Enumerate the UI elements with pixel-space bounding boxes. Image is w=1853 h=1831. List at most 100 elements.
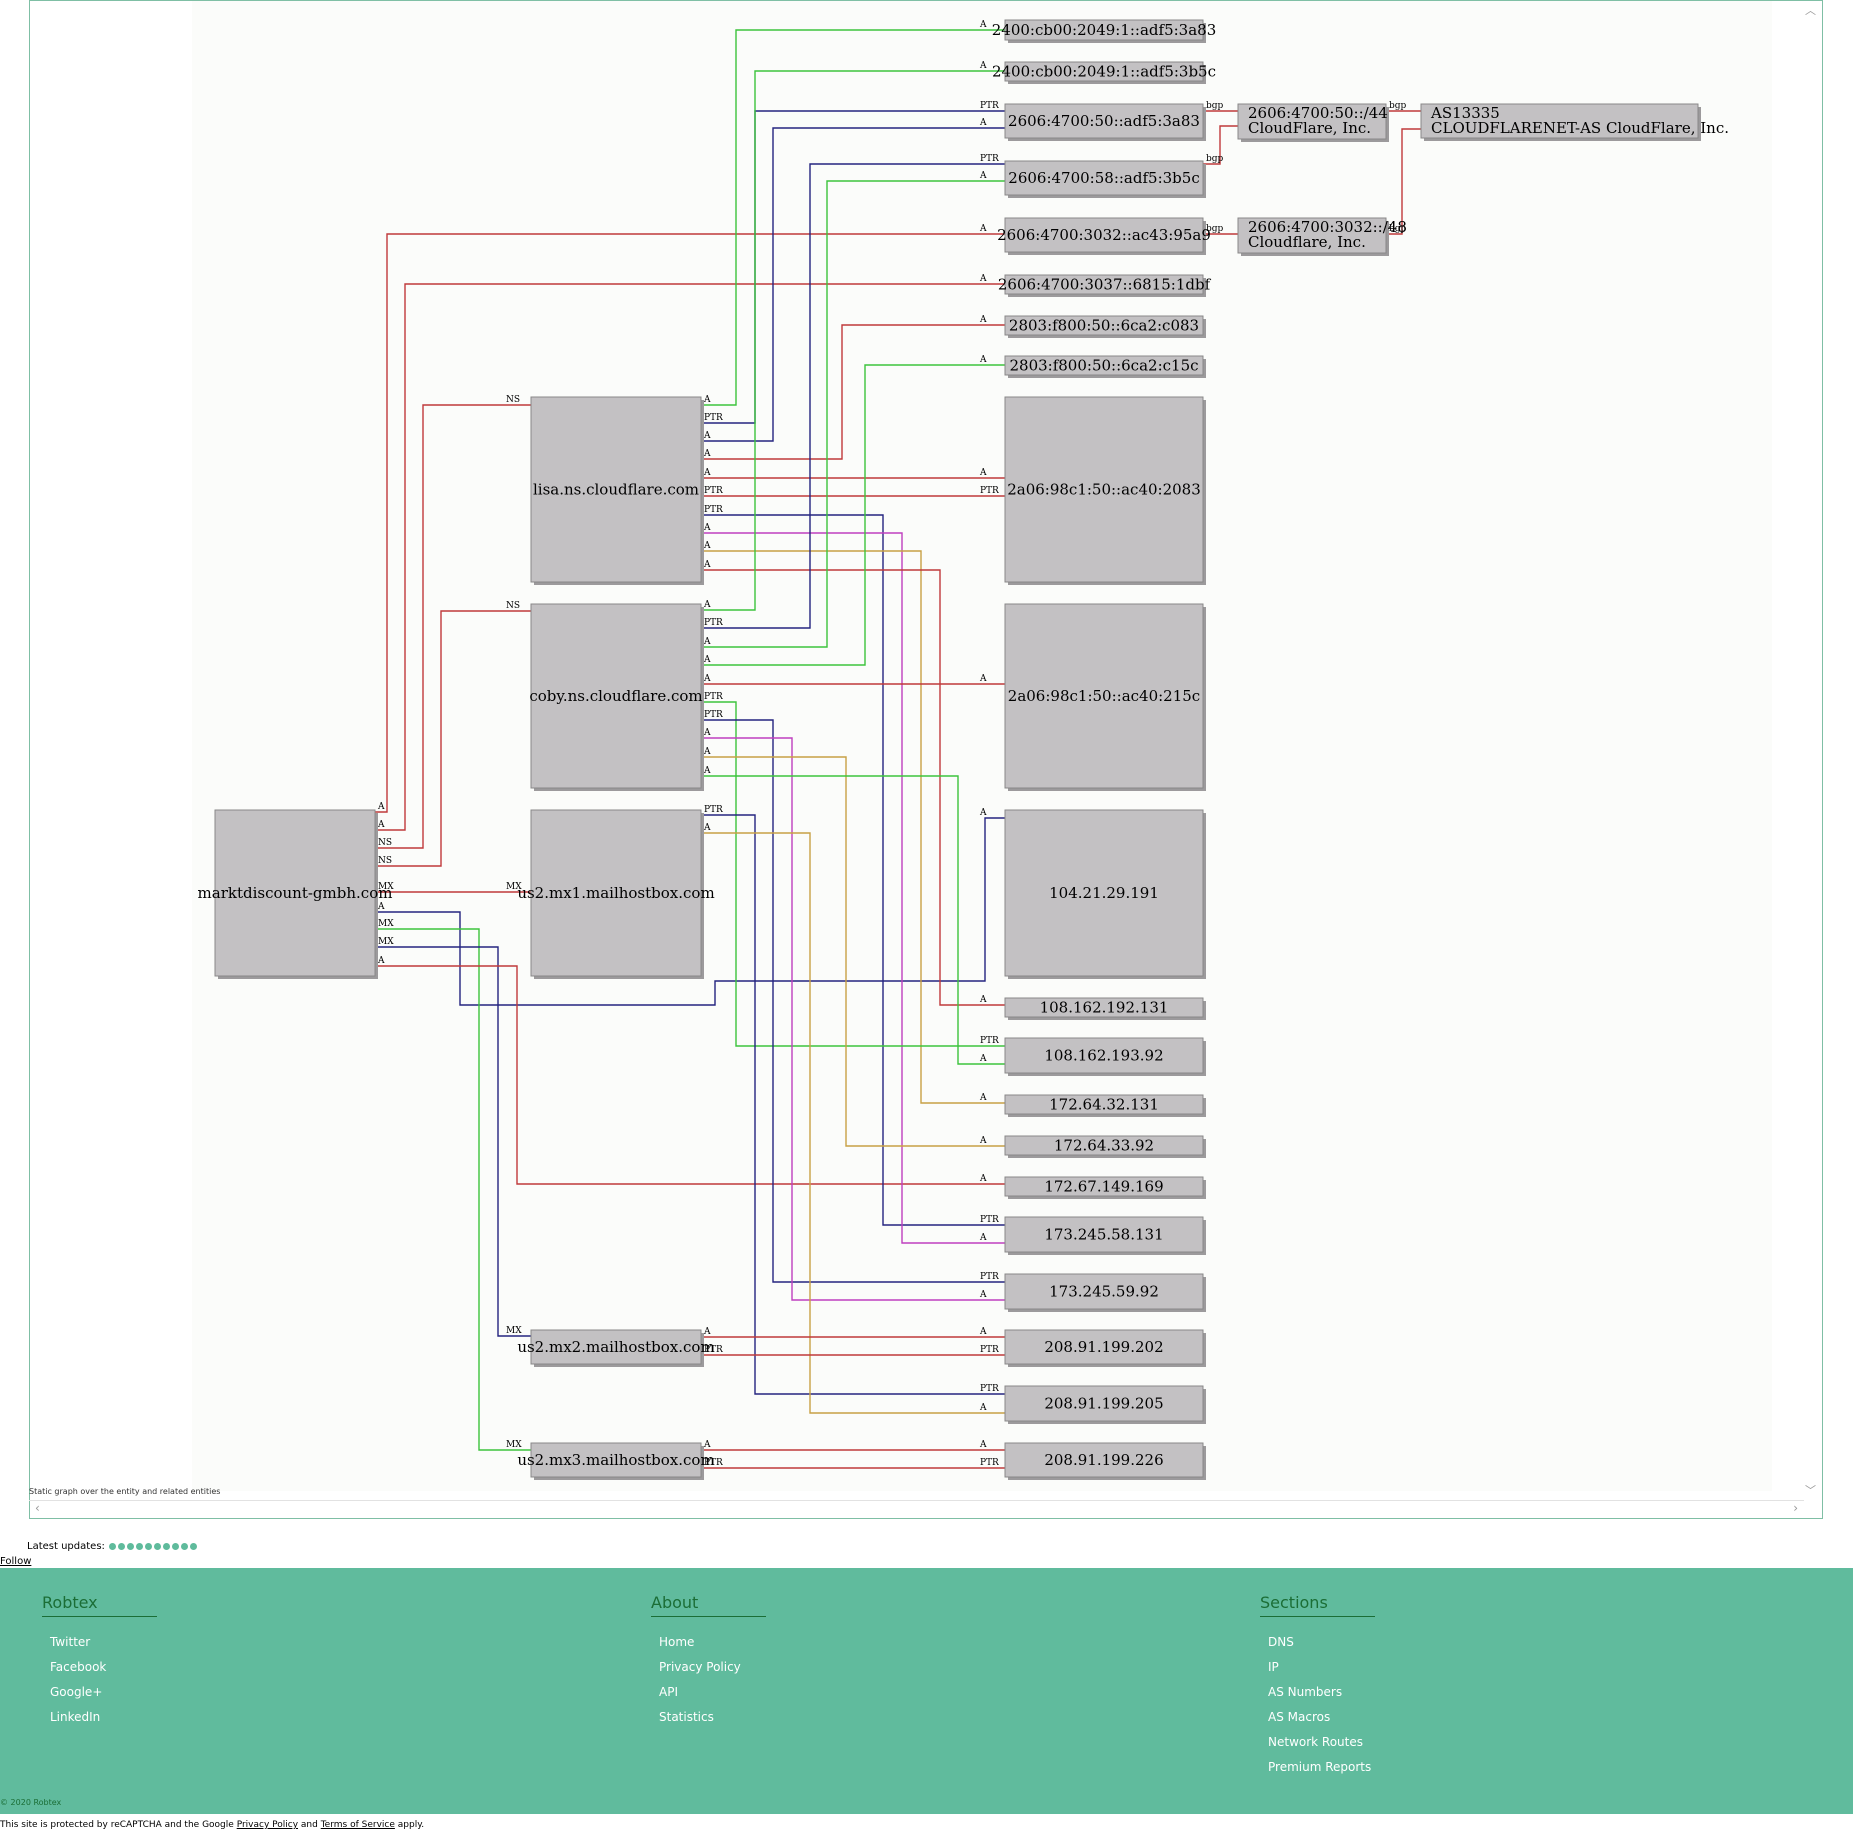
footer-link-privacy[interactable]: Privacy Policy	[659, 1660, 741, 1674]
graph-edge	[701, 180, 1005, 648]
update-dot[interactable]	[108, 1543, 116, 1550]
graph-node-ip6_6[interactable]: 2606:4700:3037::6815:1dbf	[998, 274, 1212, 297]
graph-node-ip4_6[interactable]: 172.67.149.169	[1004, 1176, 1206, 1199]
graph-node-ip6_1[interactable]: 2400:cb00:2049:1::adf5:3a83	[992, 19, 1217, 43]
edge-label: A	[703, 1327, 711, 1337]
footer-link-statistics[interactable]: Statistics	[659, 1710, 714, 1724]
graph-node-ip4_10[interactable]: 208.91.199.205	[1004, 1385, 1206, 1424]
graph-node-ip4_4[interactable]: 172.64.32.131	[1004, 1094, 1206, 1117]
scroll-left-arrow-icon[interactable]: ‹	[35, 1501, 40, 1515]
edge-label: NS	[378, 838, 392, 848]
update-dot[interactable]	[126, 1543, 134, 1550]
footer-link-premium-reports[interactable]: Premium Reports	[1268, 1760, 1372, 1774]
update-dots[interactable]	[108, 1543, 197, 1550]
footer-link-linkedin[interactable]: LinkedIn	[50, 1710, 101, 1724]
graph-node-ip4_11[interactable]: 208.91.199.226	[1004, 1442, 1206, 1480]
node-label: 172.67.149.169	[1044, 1178, 1163, 1196]
graph-node-ip6_2[interactable]: 2400:cb00:2049:1::adf5:3b5c	[992, 61, 1216, 84]
edge-label: bgp	[1206, 154, 1224, 164]
graph-node-ip4_9[interactable]: 208.91.199.202	[1004, 1329, 1206, 1367]
graph-node-coby[interactable]: coby.ns.cloudflare.com	[529, 603, 704, 791]
update-dot[interactable]	[135, 1543, 143, 1550]
recaptcha-notice: This site is protected by reCAPTCHA and …	[0, 1820, 425, 1830]
node-label: 208.91.199.226	[1044, 1451, 1163, 1469]
edge-label: A	[979, 468, 987, 478]
graph-node-mx3[interactable]: us2.mx3.mailhostbox.com	[517, 1442, 715, 1480]
edge-label: PTR	[980, 1036, 999, 1046]
graph-edge	[701, 550, 1005, 1104]
footer-link-facebook[interactable]: Facebook	[50, 1660, 107, 1674]
graph-node-ip6_7[interactable]: 2803:f800:50::6ca2:c083	[1004, 315, 1206, 338]
edge-label: PTR	[980, 1272, 999, 1282]
update-dot[interactable]	[153, 1543, 161, 1550]
graph-node-ip4_7[interactable]: 173.245.58.131	[1004, 1216, 1206, 1255]
node-label: 2400:cb00:2049:1::adf5:3b5c	[992, 63, 1216, 81]
edge-label: A	[979, 1233, 987, 1243]
edge-label: A	[979, 61, 987, 71]
edge-label: bgp	[1206, 101, 1224, 111]
privacy-policy-link[interactable]: Privacy Policy	[236, 1820, 299, 1830]
graph-node-marktdiscount[interactable]: marktdiscount-gmbh.com	[198, 809, 393, 979]
latest-updates-label: Latest updates:	[27, 1541, 105, 1552]
edge-label: A	[979, 1440, 987, 1450]
footer-link-home[interactable]: Home	[659, 1635, 695, 1649]
graph-node-ip4_8[interactable]: 173.245.59.92	[1004, 1273, 1206, 1312]
node-label: Cloudflare, Inc.	[1248, 233, 1366, 251]
graph-edge	[701, 814, 1005, 1395]
edge-label: PTR	[980, 1215, 999, 1225]
edge-label: A	[703, 674, 711, 684]
update-dot[interactable]	[144, 1543, 152, 1550]
horizontal-scrollbar[interactable]: ‹ ›	[29, 1500, 1804, 1516]
graph-node-ip6_10[interactable]: 2a06:98c1:50::ac40:215c	[1004, 603, 1206, 791]
graph-node-ip6_3[interactable]: 2606:4700:50::adf5:3a83	[1004, 103, 1206, 141]
footer-link-api[interactable]: API	[659, 1685, 678, 1699]
footer-link-googleplus[interactable]: Google+	[50, 1685, 103, 1699]
update-dot[interactable]	[180, 1543, 188, 1550]
graph-node-lisa[interactable]: lisa.ns.cloudflare.com	[530, 396, 704, 585]
scroll-right-arrow-icon[interactable]: ›	[1793, 1501, 1798, 1515]
edge-label: A	[703, 449, 711, 459]
scroll-up-arrow-icon[interactable]: ︿	[1805, 4, 1816, 17]
follow-link[interactable]: Follow	[0, 1556, 32, 1567]
edge-label: A	[377, 820, 385, 830]
graph-node-mx1[interactable]: us2.mx1.mailhostbox.com	[517, 809, 715, 979]
node-label: 2a06:98c1:50::ac40:215c	[1008, 687, 1200, 705]
edge-label: PTR	[704, 1345, 723, 1355]
footer-link-as-macros[interactable]: AS Macros	[1268, 1710, 1331, 1724]
edge-label: A	[703, 1440, 711, 1450]
edge-label: A	[703, 766, 711, 776]
footer-link-network-routes[interactable]: Network Routes	[1268, 1735, 1364, 1749]
graph-node-mx2[interactable]: us2.mx2.mailhostbox.com	[517, 1329, 715, 1367]
terms-of-service-link[interactable]: Terms of Service	[320, 1820, 395, 1830]
graph-edge	[701, 163, 1005, 629]
graph-node-ip4_5[interactable]: 172.64.33.92	[1004, 1135, 1206, 1158]
edge-label: A	[979, 674, 987, 684]
graph-node-ip6_8[interactable]: 2803:f800:50::6ca2:c15c	[1004, 355, 1206, 378]
footer-link-as-numbers[interactable]: AS Numbers	[1268, 1685, 1343, 1699]
edge-label: A	[703, 600, 711, 610]
graph-edge	[701, 127, 1005, 442]
footer-link-dns[interactable]: DNS	[1268, 1635, 1294, 1649]
update-dot[interactable]	[189, 1543, 197, 1550]
graph-node-ip4_3[interactable]: 108.162.193.92	[1004, 1037, 1206, 1076]
node-label: 2606:4700:50::/44	[1248, 104, 1388, 122]
graph-node-ip6_5[interactable]: 2606:4700:3032::ac43:95a9	[997, 217, 1211, 255]
node-label: 2606:4700:58::adf5:3b5c	[1008, 169, 1199, 187]
node-label: 172.64.33.92	[1054, 1137, 1154, 1155]
update-dot[interactable]	[171, 1543, 179, 1550]
footer-link-twitter[interactable]: Twitter	[50, 1635, 91, 1649]
graph-node-ip4_2[interactable]: 108.162.192.131	[1004, 997, 1206, 1020]
footer-link-ip[interactable]: IP	[1268, 1660, 1279, 1674]
graph-node-ip6_9[interactable]: 2a06:98c1:50::ac40:2083	[1004, 396, 1206, 585]
update-dot[interactable]	[162, 1543, 170, 1550]
update-dot[interactable]	[117, 1543, 125, 1550]
scroll-down-arrow-icon[interactable]: ﹀	[1805, 1484, 1816, 1497]
graph-node-ip4_1[interactable]: 104.21.29.191	[1004, 809, 1206, 979]
edge-label: bgp	[1389, 224, 1407, 234]
graph-node-ip6_4[interactable]: 2606:4700:58::adf5:3b5c	[1004, 160, 1206, 198]
graph-edge	[375, 283, 1005, 831]
